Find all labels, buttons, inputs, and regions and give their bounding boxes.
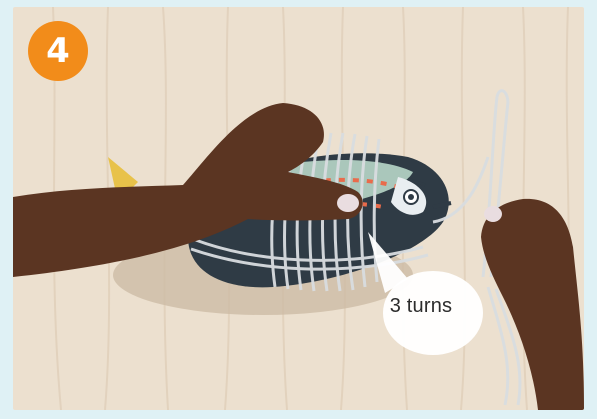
tying-illustration: [13, 7, 584, 410]
callout-text: 3 turns: [381, 291, 461, 321]
step-number-badge: 4: [28, 21, 88, 81]
illustration-panel: [13, 7, 584, 410]
